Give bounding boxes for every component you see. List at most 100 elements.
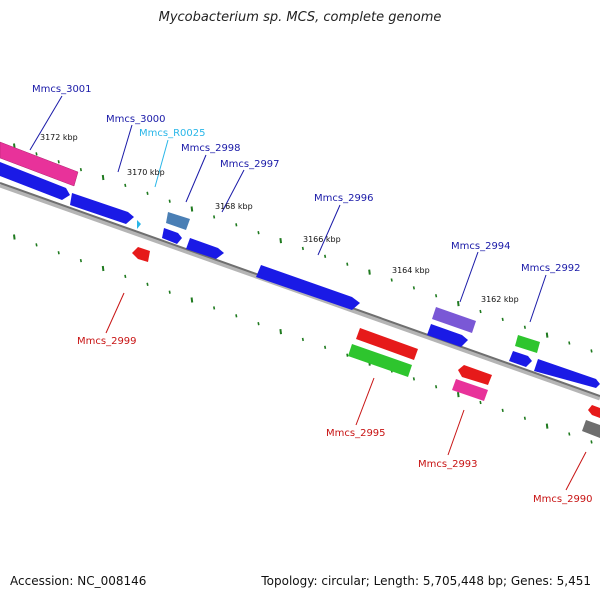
gene-label-mmcs-2996[interactable]: Mmcs_2996	[314, 193, 374, 204]
gene-label-mmcs-2992[interactable]: Mmcs_2992	[521, 263, 581, 274]
scale-tick-upper	[101, 174, 105, 181]
scale-tick-upper	[590, 349, 593, 353]
scale-tick-lower	[346, 353, 349, 357]
pointer-mmcs-2998	[185, 154, 207, 203]
scale-labels: 3172 kbp 3170 kbp 3168 kbp 3166 kbp 3164…	[40, 133, 519, 304]
scale-tick-lower	[35, 243, 38, 247]
pointer-mmcs-2995	[355, 377, 375, 426]
gene-arrow-mmcs-2991[interactable]	[534, 359, 600, 388]
scale-label: 3162 kbp	[481, 295, 519, 304]
gene-label-mmcs-2990[interactable]: Mmcs_2990	[533, 494, 593, 505]
genome-summary-text: Topology: circular; Length: 5,705,448 bp…	[261, 574, 591, 588]
gene-arrow-mmcs-2996[interactable]	[256, 265, 360, 310]
gene-label-mmcs-2994[interactable]: Mmcs_2994	[451, 241, 511, 252]
scale-tick-lower	[545, 423, 549, 429]
pointer-mmcs-2992	[529, 274, 547, 323]
scale-tick-upper	[190, 206, 194, 212]
gene-label-mmcs-r0025[interactable]: Mmcs_R0025	[139, 128, 205, 139]
gene-label-mmcs-2997[interactable]: Mmcs_2997	[220, 159, 280, 170]
scale-tick-lower	[13, 234, 16, 240]
scale-tick-lower	[590, 440, 593, 444]
gene-arrow-mmcs-2990a[interactable]	[588, 405, 600, 418]
gene-arrow-mmcs-2998b[interactable]	[166, 212, 190, 230]
gene-label-mmcs-2993[interactable]: Mmcs_2993	[418, 459, 478, 470]
scale-tick-upper	[568, 341, 571, 345]
scale-tick-upper	[57, 160, 60, 164]
scale-tick-upper	[545, 332, 549, 338]
pointer-mmcs-3000	[117, 124, 133, 173]
gene-arrow-mmcs-2992a[interactable]	[515, 335, 540, 353]
scale-tick-upper	[412, 286, 415, 290]
scale-tick-lower	[301, 337, 304, 342]
reverse-features	[132, 247, 600, 438]
scale-tick-lower	[235, 314, 238, 318]
gene-arrow-mmcs-2990[interactable]	[582, 420, 600, 438]
scale-tick-lower	[213, 306, 216, 310]
scale-tick-upper	[390, 278, 393, 282]
scale-ticks-upper	[13, 143, 593, 353]
gene-arrow-mmcs-2999[interactable]	[132, 247, 150, 262]
gene-label-mmcs-3001[interactable]: Mmcs_3001	[32, 84, 92, 95]
gene-label-mmcs-2999[interactable]: Mmcs_2999	[77, 336, 137, 347]
scale-tick-lower	[101, 265, 105, 272]
scale-label: 3168 kbp	[215, 202, 253, 211]
pointer-mmcs-3001	[29, 95, 63, 151]
scale-tick-lower	[57, 251, 60, 255]
gene-arrow-mmcs-3000[interactable]	[70, 193, 134, 224]
gene-labels: Mmcs_3001 Mmcs_3000 Mmcs_R0025 Mmcs_2998…	[32, 84, 593, 505]
scale-tick-upper	[523, 325, 526, 329]
pointer-mmcs-2993	[447, 409, 465, 456]
scale-tick-upper	[457, 301, 460, 307]
gene-arrow-mmcs-3001[interactable]	[0, 141, 79, 187]
gene-arrow-left-1[interactable]	[0, 162, 70, 200]
gene-arrow-mmcs-2998[interactable]	[162, 228, 182, 244]
gene-arrow-mmcs-2992[interactable]	[509, 351, 532, 367]
gene-arrow-mmcs-2997[interactable]	[186, 238, 224, 259]
pointer-mmcs-2996	[317, 204, 341, 256]
pointer-mmcs-2999	[105, 292, 125, 334]
accession-text: Accession: NC_008146	[10, 574, 147, 588]
gene-arrow-mmcs-2993a[interactable]	[458, 365, 492, 385]
rna-mmcs-r0025[interactable]	[137, 220, 141, 229]
gene-arrow-mmcs-2994a[interactable]	[432, 307, 476, 333]
gene-arrow-mmcs-2993[interactable]	[452, 379, 488, 401]
pointer-mmcs-r0025	[154, 139, 169, 188]
scale-label: 3166 kbp	[303, 235, 341, 244]
gene-arrow-mmcs-2995a[interactable]	[356, 328, 418, 360]
map-title: Mycobacterium sp. MCS, complete genome	[158, 10, 442, 25]
scale-tick-upper	[146, 191, 149, 195]
gene-label-mmcs-2995[interactable]: Mmcs_2995	[326, 428, 386, 439]
scale-tick-lower	[257, 322, 260, 326]
label-pointer-lines	[29, 95, 587, 491]
scale-tick-upper	[435, 294, 438, 298]
scale-tick-upper	[213, 215, 216, 219]
scale-label: 3164 kbp	[392, 266, 430, 275]
scale-tick-lower	[124, 274, 127, 279]
scale-tick-upper	[168, 199, 171, 203]
scale-tick-lower	[79, 258, 82, 263]
scale-tick-lower	[190, 297, 194, 303]
scale-tick-lower	[568, 432, 571, 436]
scale-tick-lower	[457, 392, 460, 398]
scale-tick-upper	[257, 231, 260, 235]
gene-arrow-mmcs-2994[interactable]	[427, 324, 468, 347]
scale-tick-lower	[435, 385, 438, 389]
scale-tick-upper	[301, 246, 304, 251]
scale-tick-lower	[501, 408, 504, 413]
gene-arrow-mmcs-2995[interactable]	[348, 344, 412, 377]
scale-label: 3170 kbp	[127, 168, 165, 177]
scale-tick-upper	[501, 317, 504, 322]
scale-tick-upper	[235, 223, 238, 227]
scale-tick-lower	[168, 290, 171, 294]
gene-label-mmcs-3000[interactable]: Mmcs_3000	[106, 114, 166, 125]
scale-tick-lower	[523, 416, 526, 420]
scale-tick-lower	[324, 345, 327, 349]
scale-tick-upper	[279, 237, 282, 244]
scale-tick-lower	[146, 282, 149, 286]
scale-tick-lower	[479, 400, 482, 405]
scale-label: 3172 kbp	[40, 133, 78, 142]
gene-label-mmcs-2998[interactable]: Mmcs_2998	[181, 143, 241, 154]
scale-tick-lower	[279, 328, 282, 335]
scale-tick-upper	[368, 269, 371, 275]
